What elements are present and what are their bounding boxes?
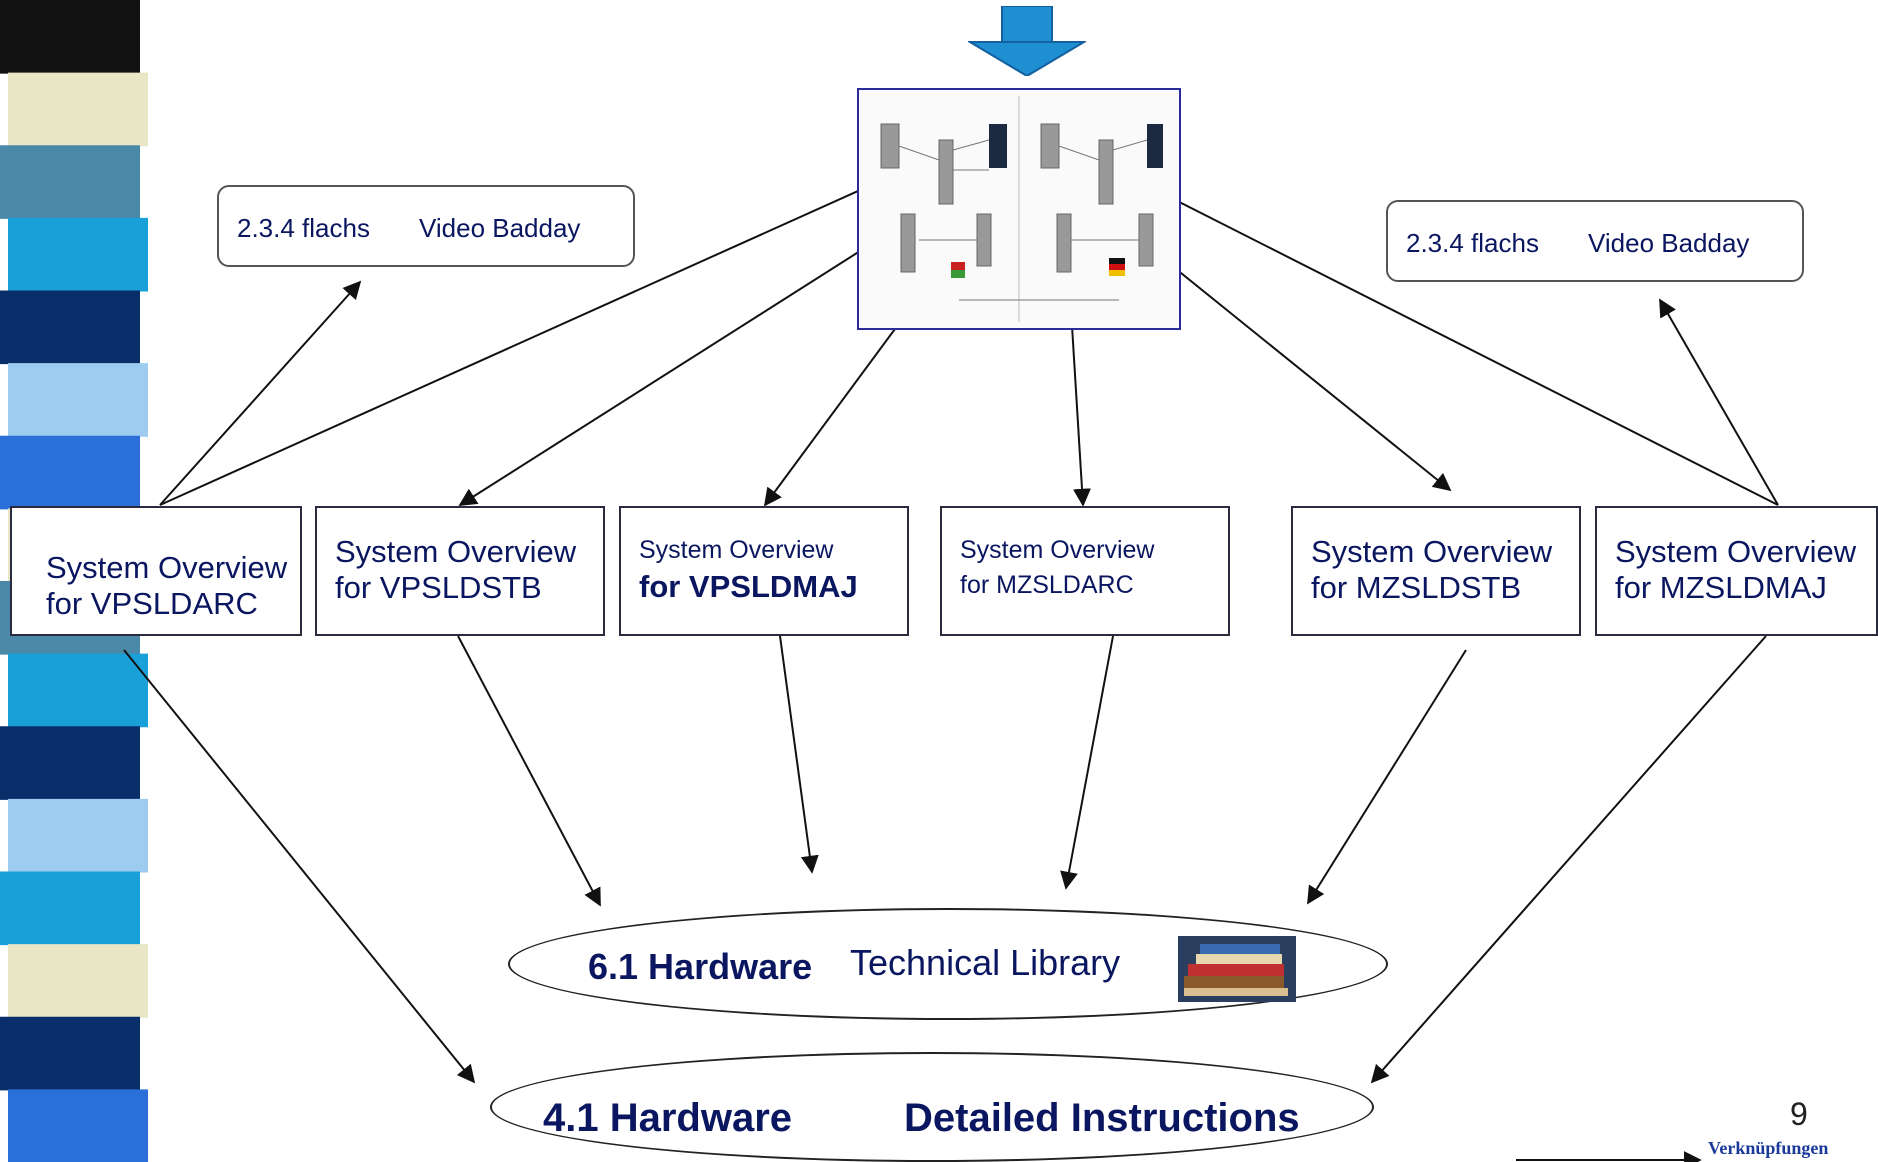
arrow bbox=[1370, 635, 1767, 1084]
stripe-segment bbox=[8, 798, 148, 873]
stripe-segment bbox=[8, 217, 148, 292]
instructions-number: 4.1 Hardware bbox=[543, 1096, 793, 1140]
library-title: Technical Library bbox=[850, 942, 1121, 983]
note-chapter: 2.3.4 flachs bbox=[1406, 228, 1539, 258]
system-overview-mzsldstb[interactable]: System Overview for MZSLDSTB bbox=[1291, 506, 1581, 636]
system-diagram-thumbnail[interactable] bbox=[857, 88, 1181, 330]
arrow bbox=[159, 280, 362, 506]
arrow bbox=[457, 635, 601, 907]
instructions-title: Detailed Instructions bbox=[904, 1096, 1300, 1140]
box-title: System Overview bbox=[335, 534, 577, 569]
arrow bbox=[1114, 169, 1779, 506]
box-subtitle: for MZSLDSTB bbox=[1311, 570, 1522, 605]
arrow bbox=[779, 635, 819, 874]
books-icon bbox=[1178, 936, 1296, 1002]
down-arrow-icon bbox=[968, 6, 1086, 76]
stripe-segment bbox=[8, 944, 148, 1018]
system-overview-vpsldarc[interactable]: System Overview for VPSLDARC bbox=[10, 506, 302, 636]
library-number: 6.1 Hardware bbox=[588, 946, 813, 987]
arrow bbox=[1060, 635, 1114, 890]
box-title: System Overview bbox=[1615, 534, 1857, 569]
box-title: System Overview bbox=[1311, 534, 1553, 569]
note-chapter: 2.3.4 flachs bbox=[237, 213, 370, 243]
stripe-segment bbox=[0, 726, 140, 800]
box-subtitle: for VPSLDSTB bbox=[335, 570, 542, 605]
note-title: Video Badday bbox=[1588, 228, 1750, 258]
box-subtitle: for MZSLDMAJ bbox=[1615, 570, 1827, 605]
system-overview-vpsldmaj[interactable]: System Overview for VPSLDMAJ bbox=[619, 506, 909, 636]
stripe-segment bbox=[0, 1016, 140, 1091]
stripe-segment bbox=[8, 363, 148, 437]
stripe-segment bbox=[8, 653, 148, 728]
box-subtitle: for VPSLDARC bbox=[46, 586, 258, 621]
stripe-segment bbox=[0, 145, 140, 219]
stripe-segment bbox=[0, 290, 140, 365]
system-overview-vpsldstb[interactable]: System Overview for VPSLDSTB bbox=[315, 506, 605, 636]
arrow bbox=[1148, 246, 1452, 492]
arrow bbox=[123, 649, 476, 1084]
stripe-segment bbox=[0, 0, 140, 74]
arrow bbox=[1659, 298, 1779, 506]
detailed-instructions-ellipse[interactable] bbox=[490, 1052, 1374, 1162]
stripe-segment bbox=[8, 72, 148, 147]
video-note-left[interactable]: 2.3.4 flachs Video Badday bbox=[217, 185, 635, 267]
page-number: 9 bbox=[1790, 1096, 1808, 1132]
arrow bbox=[1307, 649, 1467, 905]
box-subtitle: for MZSLDARC bbox=[960, 571, 1134, 599]
links-label[interactable]: Verknüpfungen bbox=[1708, 1138, 1829, 1158]
system-overview-mzsldarc[interactable]: System Overview for MZSLDARC bbox=[940, 506, 1230, 636]
diagram-sketch-icon bbox=[880, 96, 1163, 322]
note-title: Video Badday bbox=[419, 213, 581, 243]
system-overview-mzsldmaj[interactable]: System Overview for MZSLDMAJ bbox=[1595, 506, 1878, 636]
box-title: System Overview bbox=[639, 536, 834, 564]
stripe-segment bbox=[0, 435, 140, 510]
video-note-right[interactable]: 2.3.4 flachs Video Badday bbox=[1386, 200, 1804, 282]
box-subtitle: for VPSLDMAJ bbox=[639, 569, 858, 604]
box-title: System Overview bbox=[46, 550, 288, 585]
box-title: System Overview bbox=[960, 536, 1155, 564]
stripe-segment bbox=[0, 871, 140, 946]
stripe-segment bbox=[8, 1089, 148, 1162]
